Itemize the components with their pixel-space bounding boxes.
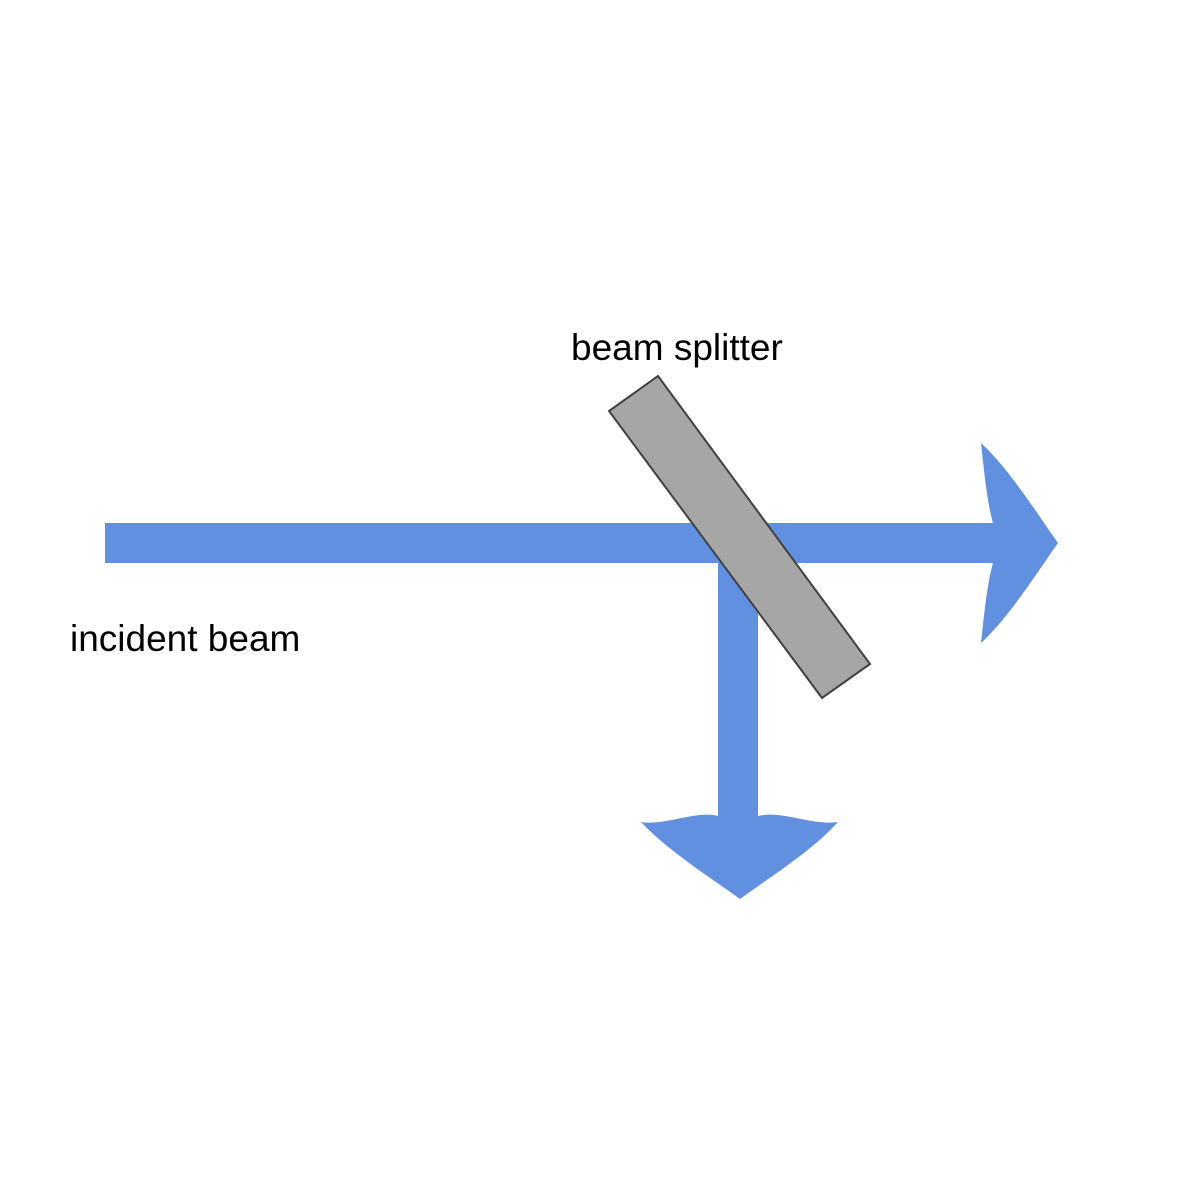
vertical-beam-arrow [641, 543, 838, 899]
beam-splitter-label: beam splitter [571, 327, 783, 368]
horizontal-beam-arrow-shape [105, 443, 1058, 643]
horizontal-beam-arrow [105, 443, 1058, 643]
beam-splitter-plate-shape [607, 374, 872, 700]
vertical-beam-arrow-shape [641, 543, 838, 899]
beam-splitter-plate [607, 374, 872, 700]
incident-beam-label: incident beam [70, 618, 300, 659]
